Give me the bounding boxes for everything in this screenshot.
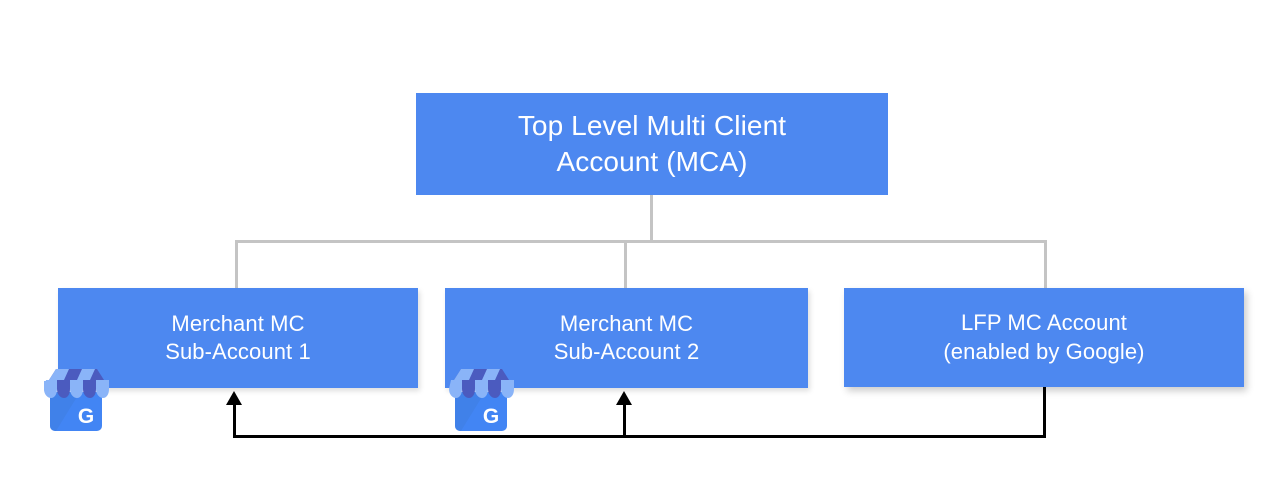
node-top-level-mca-line1: Top Level Multi Client (517, 110, 787, 142)
arrow-head-sub-account-1-icon (226, 391, 242, 405)
connector-horizontal-bus (235, 240, 1047, 243)
google-my-business-storefront-icon: G (449, 369, 514, 431)
connector-drop-sub-account-1 (235, 240, 238, 289)
node-merchant-sub-account-1-line2: Sub-Account 1 (165, 339, 311, 364)
svg-text:G: G (483, 405, 499, 428)
node-merchant-sub-account-2-line2: Sub-Account 2 (553, 339, 700, 364)
google-my-business-storefront-icon: G (44, 369, 109, 431)
feedback-horizontal-bus (233, 435, 1046, 438)
connector-drop-sub-account-2 (624, 240, 627, 289)
node-merchant-sub-account-1-line1: Merchant MC (171, 310, 305, 336)
node-lfp-mc-account-line1: LFP MC Account (960, 310, 1128, 336)
node-top-level-mca-line2: Account (MCA) (556, 146, 748, 177)
feedback-riser-from-lfp (1043, 387, 1046, 437)
node-merchant-sub-account-2[interactable]: Merchant MC Sub-Account 2 (445, 288, 808, 388)
node-lfp-mc-account-line2: (enabled by Google) (943, 338, 1145, 364)
connector-drop-lfp-account (1044, 240, 1047, 289)
connector-root-stem (650, 195, 653, 243)
node-lfp-mc-account[interactable]: LFP MC Account (enabled by Google) (844, 288, 1244, 387)
svg-text:G: G (78, 405, 94, 428)
node-merchant-sub-account-1[interactable]: Merchant MC Sub-Account 1 (58, 288, 418, 388)
feedback-riser-to-sub-account-1 (233, 400, 236, 437)
arrow-head-sub-account-2-icon (616, 391, 632, 405)
node-merchant-sub-account-2-line1: Merchant MC (559, 310, 694, 336)
feedback-riser-to-sub-account-2 (623, 400, 626, 437)
node-top-level-mca[interactable]: Top Level Multi Client Account (MCA) (416, 93, 888, 195)
